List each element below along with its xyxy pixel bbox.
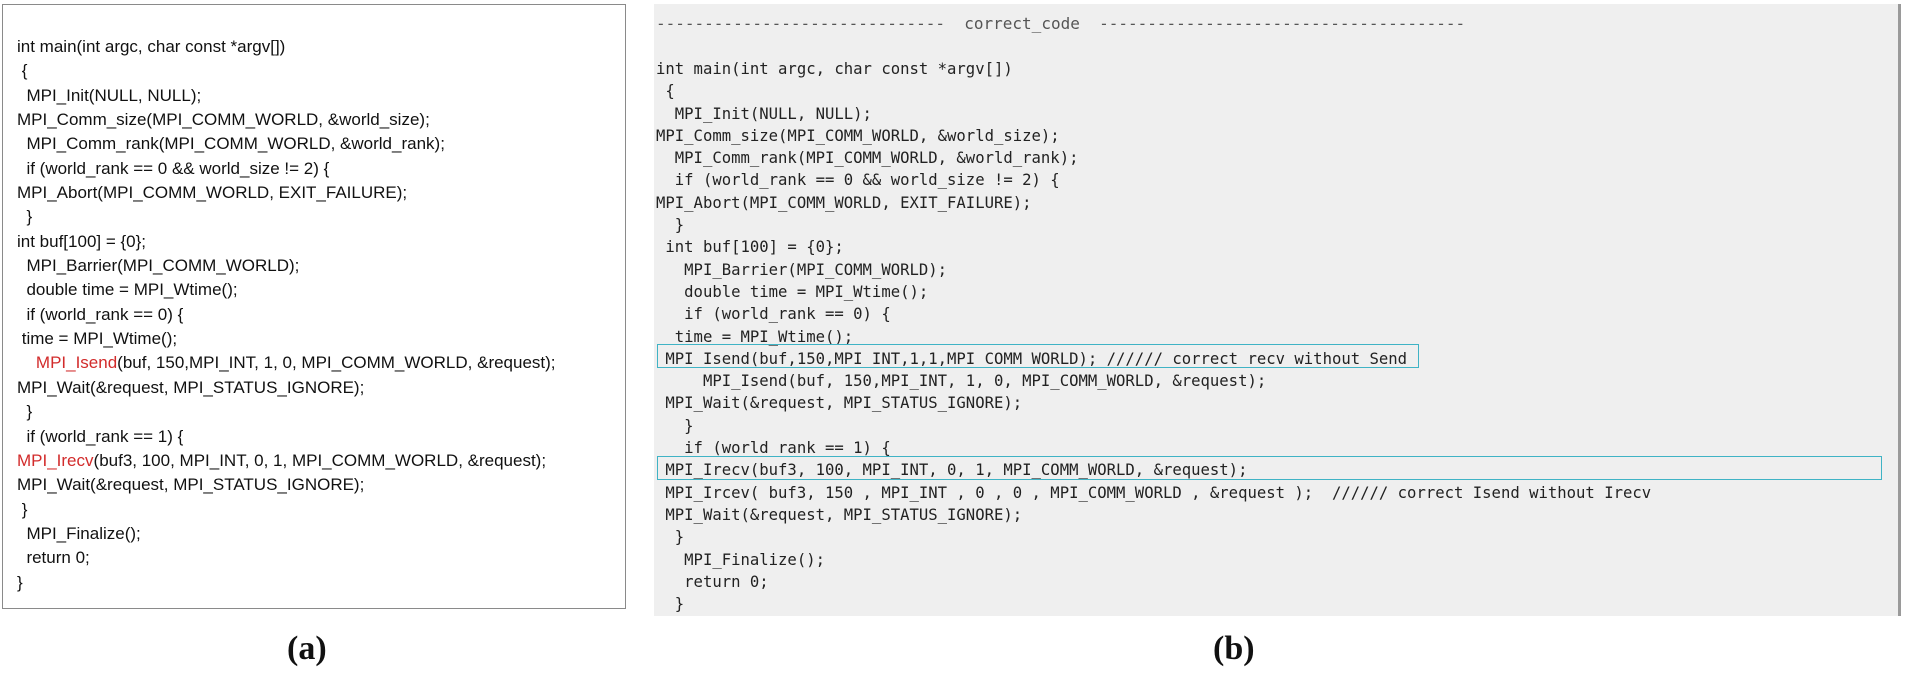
code-text: }: [17, 572, 23, 592]
code-line-b: int buf[100] = {0};: [656, 238, 844, 257]
code-text: MPI_Wait(&request, MPI_STATUS_IGNORE);: [17, 377, 365, 397]
code-line-a: MPI_Barrier(MPI_COMM_WORLD);: [17, 254, 556, 278]
code-text: [17, 353, 36, 372]
code-line-b: MPI_Finalize();: [656, 550, 825, 569]
code-line-a: int main(int argc, char const *argv[]): [17, 35, 556, 59]
code-panel-b: ------------------------------ correct_c…: [654, 4, 1901, 616]
code-listing-a: int main(int argc, char const *argv[]) {…: [17, 35, 556, 595]
code-line-a: if (world_rank == 0 && world_size != 2) …: [17, 157, 556, 181]
code-line-b: MPI_Isend(buf, 150,MPI_INT, 1, 0, MPI_CO…: [656, 372, 1267, 391]
code-line-b: MPI_Abort(MPI_COMM_WORLD, EXIT_FAILURE);: [656, 193, 1032, 212]
code-line-a: }: [17, 205, 556, 229]
code-line-a: {: [17, 59, 556, 83]
code-line-a: }: [17, 498, 556, 522]
code-line-a: MPI_Comm_rank(MPI_COMM_WORLD, &world_ran…: [17, 132, 556, 156]
caption-a: (a): [287, 630, 327, 667]
code-text: {: [17, 61, 28, 81]
code-line-b: MPI_Wait(&request, MPI_STATUS_IGNORE);: [656, 505, 1023, 524]
code-text: return 0;: [17, 548, 90, 568]
code-line-a: MPI_Comm_size(MPI_COMM_WORLD, &world_siz…: [17, 108, 556, 132]
code-line-b: MPI_Comm_size(MPI_COMM_WORLD, &world_siz…: [656, 126, 1060, 145]
code-text: (buf3, 100, MPI_INT, 0, 1, MPI_COMM_WORL…: [93, 450, 547, 470]
code-line-b: MPI_Barrier(MPI_COMM_WORLD);: [656, 260, 948, 279]
ircev-fix-highlight-box: [657, 456, 1882, 480]
code-text: time = MPI_Wtime();: [17, 329, 178, 349]
code-line-b: }: [656, 528, 685, 547]
code-line-b: MPI_Wait(&request, MPI_STATUS_IGNORE);: [656, 394, 1023, 413]
code-line-a: if (world_rank == 1) {: [17, 425, 556, 449]
code-line-b: int main(int argc, char const *argv[]): [656, 60, 1013, 78]
code-line-a: }: [17, 400, 556, 424]
code-text: int main(int argc, char const *argv[]): [17, 37, 286, 56]
code-line-a: MPI_Irecv(buf3, 100, MPI_INT, 0, 1, MPI_…: [17, 449, 556, 473]
code-text: }: [17, 402, 33, 422]
code-text: }: [17, 207, 33, 227]
code-line-a: if (world_rank == 0) {: [17, 303, 556, 327]
code-line-b: }: [656, 595, 685, 614]
isend-fix-highlight-box: [657, 344, 1419, 368]
code-line-b: double time = MPI_Wtime();: [656, 282, 929, 301]
code-line-b: MPI_Init(NULL, NULL);: [656, 104, 872, 123]
correct-code-header: ------------------------------ correct_c…: [656, 14, 1466, 33]
code-line-a: MPI_Isend(buf, 150,MPI_INT, 1, 0, MPI_CO…: [17, 351, 556, 375]
code-line-a: }: [17, 571, 556, 595]
code-line-a: MPI_Wait(&request, MPI_STATUS_IGNORE);: [17, 376, 556, 400]
code-text: MPI_Barrier(MPI_COMM_WORLD);: [17, 256, 300, 276]
panel-b-right-edge: [1898, 4, 1901, 616]
highlighted-function-name: MPI_Isend: [35, 353, 118, 373]
code-panel-a: int main(int argc, char const *argv[]) {…: [2, 4, 626, 609]
code-line-b: MPI_Isend(buf,150,MPI_INT,1,1,MPI_COMM_W…: [656, 349, 1408, 368]
code-text: MPI_Init(NULL, NULL);: [17, 85, 202, 105]
code-text: MPI_Comm_rank(MPI_COMM_WORLD, &world_ran…: [17, 134, 445, 154]
code-line-a: MPI_Abort(MPI_COMM_WORLD, EXIT_FAILURE);: [17, 181, 556, 205]
code-text: if (world_rank == 1) {: [17, 426, 184, 446]
code-text: (buf, 150,MPI_INT, 1, 0, MPI_COMM_WORLD,…: [117, 353, 556, 373]
code-text: MPI_Abort(MPI_COMM_WORLD, EXIT_FAILURE);: [17, 183, 408, 203]
code-line-a: return 0;: [17, 546, 556, 570]
code-text: if (world_rank == 0 && world_size != 2) …: [17, 158, 330, 178]
code-line-b: time = MPI_Wtime();: [656, 327, 854, 346]
code-line-b: MPI_Irecv(buf3, 100, MPI_INT, 0, 1, MPI_…: [656, 461, 1248, 480]
highlighted-function-name: MPI_Irecv: [17, 450, 94, 470]
code-text: MPI_Finalize();: [17, 523, 141, 543]
code-line-b: MPI_Comm_rank(MPI_COMM_WORLD, &world_ran…: [656, 149, 1079, 168]
code-text: }: [17, 499, 28, 519]
code-text: double time = MPI_Wtime();: [17, 280, 238, 300]
code-listing-b: int main(int argc, char const *argv[]) {…: [656, 58, 1651, 615]
code-line-a: MPI_Wait(&request, MPI_STATUS_IGNORE);: [17, 473, 556, 497]
code-line-a: MPI_Finalize();: [17, 522, 556, 546]
code-line-b: }: [656, 416, 694, 435]
caption-b: (b): [1213, 630, 1255, 667]
code-line-a: time = MPI_Wtime();: [17, 327, 556, 351]
code-line-a: double time = MPI_Wtime();: [17, 278, 556, 302]
code-line-a: MPI_Init(NULL, NULL);: [17, 84, 556, 108]
code-text: if (world_rank == 0) {: [17, 304, 184, 324]
code-line-b: if (world_rank == 1) {: [656, 439, 891, 458]
code-line-a: int buf[100] = {0};: [17, 230, 556, 254]
code-line-b: if (world_rank == 0 && world_size != 2) …: [656, 171, 1060, 190]
code-text: MPI_Comm_size(MPI_COMM_WORLD, &world_siz…: [17, 110, 430, 130]
code-text: MPI_Wait(&request, MPI_STATUS_IGNORE);: [17, 475, 365, 495]
code-line-b: return 0;: [656, 572, 769, 591]
code-line-b: if (world_rank == 0) {: [656, 305, 891, 324]
code-line-b: }: [656, 216, 685, 235]
code-line-b: {: [656, 82, 675, 101]
code-line-b: MPI_Ircev( buf3, 150 , MPI_INT , 0 , 0 ,…: [656, 483, 1652, 502]
code-text: int buf[100] = {0};: [17, 231, 147, 251]
